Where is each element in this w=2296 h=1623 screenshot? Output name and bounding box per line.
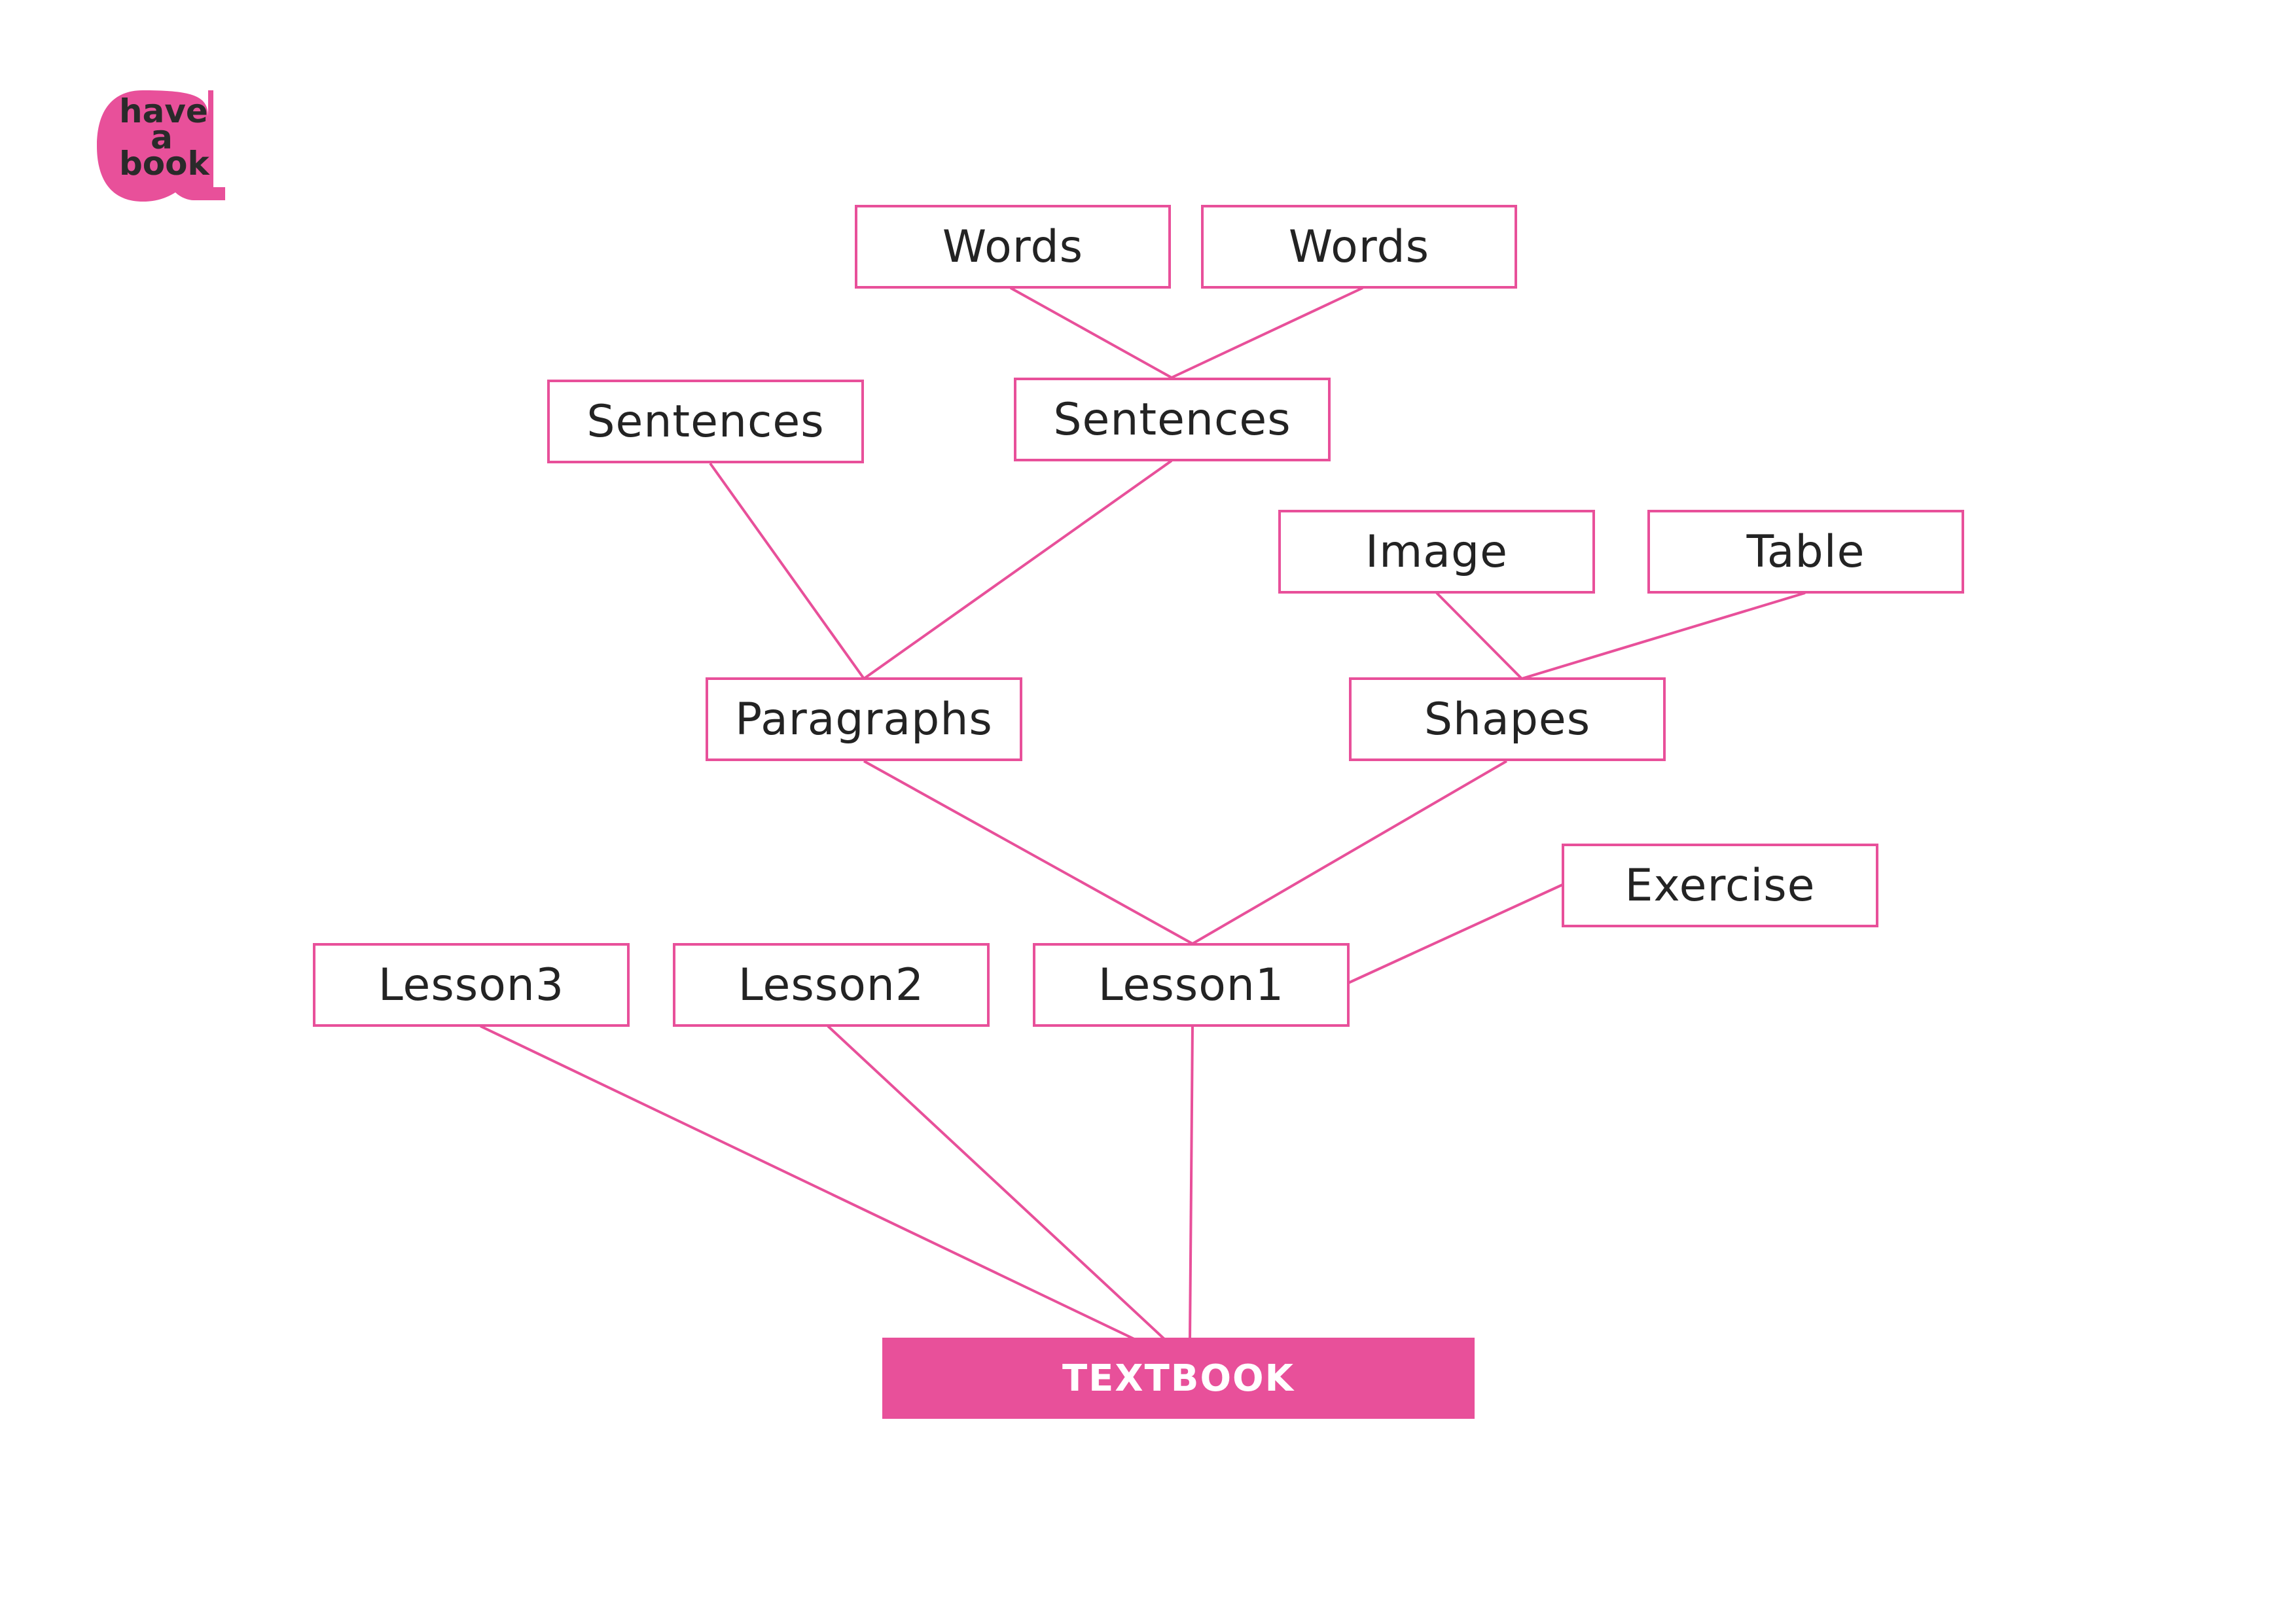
logo-text-line-3: book xyxy=(119,145,209,183)
logo-text: have a book xyxy=(119,92,209,183)
node-words-2: Words xyxy=(1201,205,1517,289)
node-textbook: TEXTBOOK xyxy=(882,1338,1475,1419)
node-lesson1: Lesson1 xyxy=(1033,943,1350,1027)
edge-words1-sentences2 xyxy=(1010,287,1172,379)
node-sentences-1: Sentences xyxy=(547,380,864,463)
edge-paragraphs-lesson1 xyxy=(863,760,1193,945)
edge-table-shapes xyxy=(1521,592,1806,680)
edge-exercise-lesson1 xyxy=(1348,883,1563,984)
logo-text-line-1: have xyxy=(119,92,208,130)
edge-image-shapes xyxy=(1435,592,1523,680)
node-image-label: Image xyxy=(1365,526,1508,578)
logo-shape xyxy=(97,90,225,202)
node-textbook-label: TEXTBOOK xyxy=(1062,1357,1295,1400)
edge-shapes-lesson1 xyxy=(1191,760,1508,945)
node-words-2-label: Words xyxy=(1288,221,1430,273)
node-lesson2: Lesson2 xyxy=(673,943,990,1027)
node-sentences-1-label: Sentences xyxy=(586,395,825,448)
node-words-1: Words xyxy=(855,205,1171,289)
node-paragraphs: Paragraphs xyxy=(706,677,1022,761)
node-lesson3-label: Lesson3 xyxy=(378,959,565,1011)
have-a-book-logo xyxy=(97,90,225,202)
edge-sentences1-paragraphs xyxy=(709,462,865,680)
node-words-1-label: Words xyxy=(942,221,1084,273)
node-exercise-label: Exercise xyxy=(1624,859,1816,912)
edge-lesson2-textbook xyxy=(827,1025,1166,1341)
node-image: Image xyxy=(1278,510,1595,594)
node-lesson3: Lesson3 xyxy=(313,943,630,1027)
node-shapes: Shapes xyxy=(1349,677,1666,761)
node-shapes-label: Shapes xyxy=(1424,693,1591,745)
node-sentences-2-label: Sentences xyxy=(1053,393,1291,446)
edge-lesson1-textbook xyxy=(1189,1026,1194,1340)
node-table-label: Table xyxy=(1746,526,1865,578)
node-paragraphs-label: Paragraphs xyxy=(735,693,993,745)
logo-text-line-2: a xyxy=(151,118,173,156)
node-exercise: Exercise xyxy=(1562,844,1878,927)
node-table: Table xyxy=(1647,510,1964,594)
node-lesson1-label: Lesson1 xyxy=(1098,959,1285,1011)
edge-sentences2-paragraphs xyxy=(863,459,1173,680)
edge-lesson3-textbook xyxy=(480,1025,1136,1341)
edge-words2-sentences2 xyxy=(1171,287,1363,379)
node-sentences-2: Sentences xyxy=(1014,378,1331,461)
node-lesson2-label: Lesson2 xyxy=(738,959,925,1011)
